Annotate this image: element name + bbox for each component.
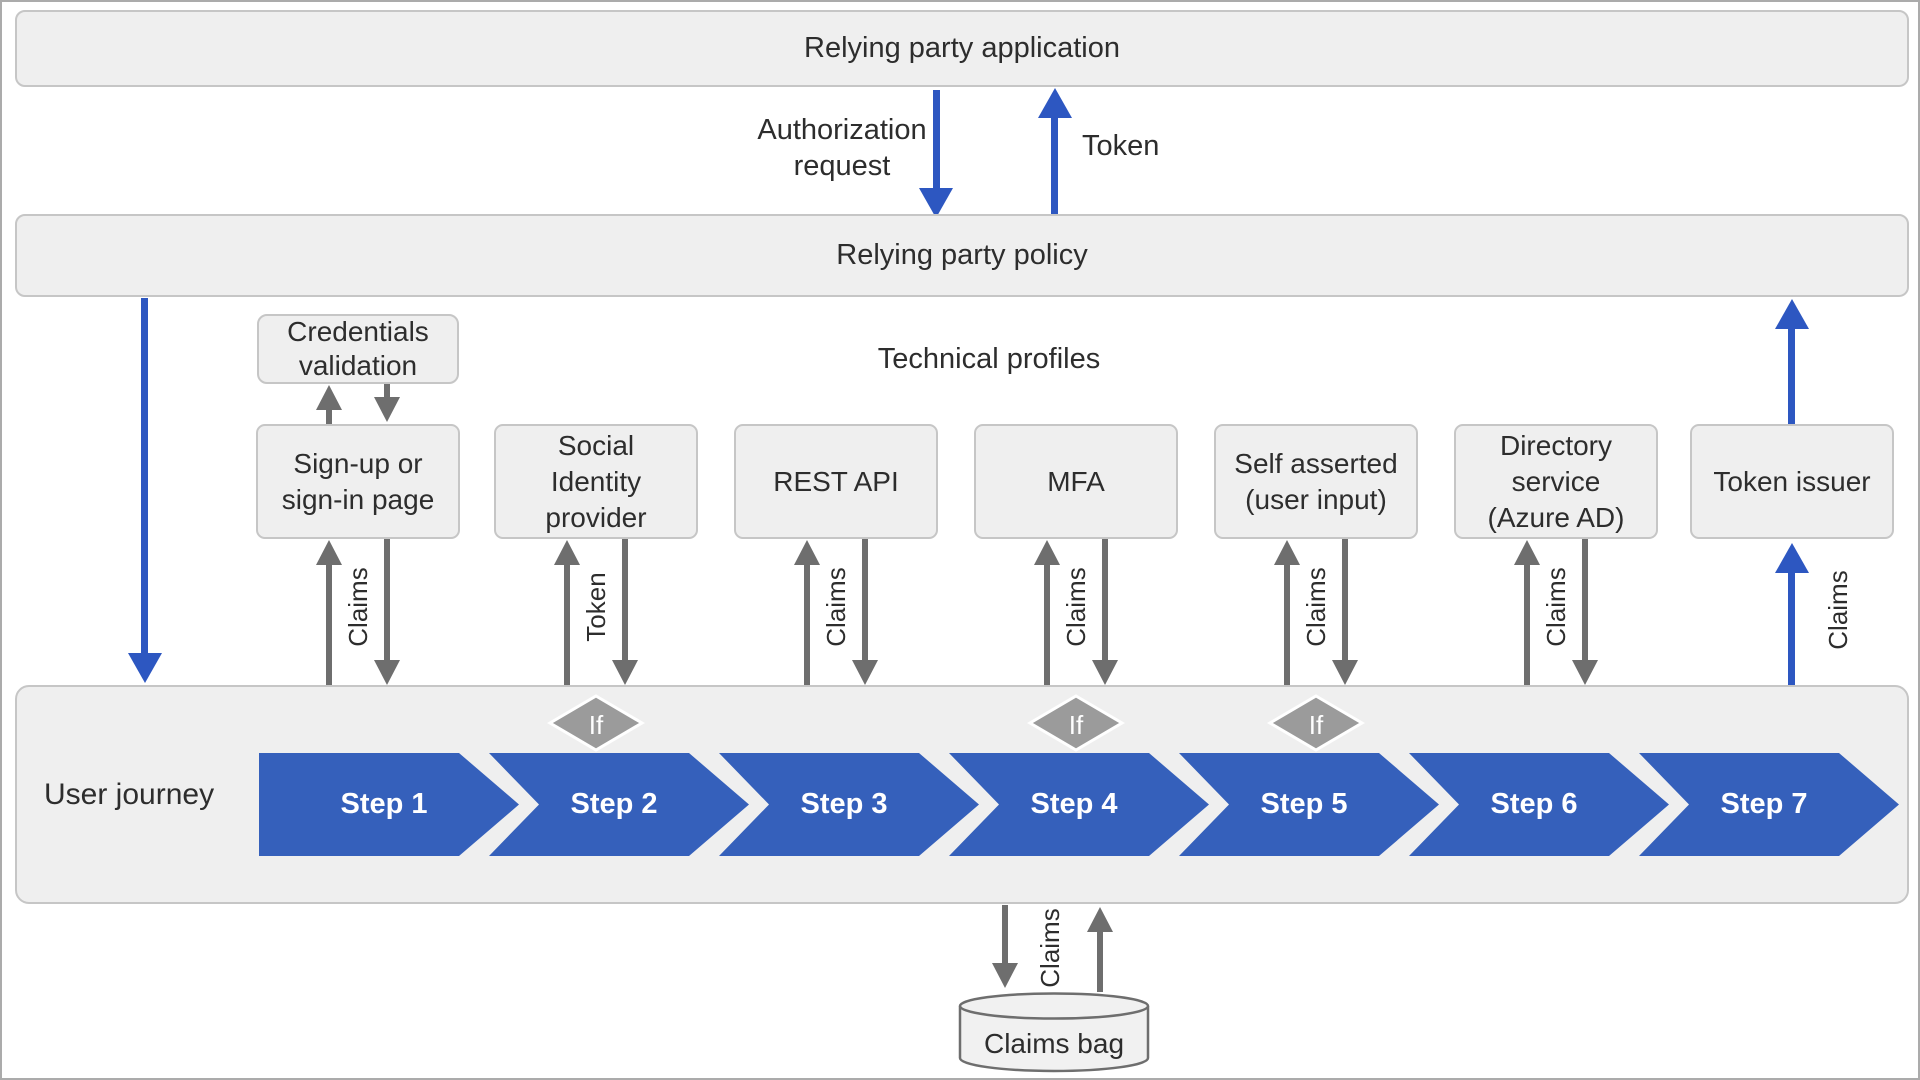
tech-profile-label-rest-api: REST API bbox=[773, 465, 899, 497]
claims-bag-down-arrowhead bbox=[992, 963, 1018, 988]
tech-profile-label-self-asserted: Self asserted (user input) bbox=[1234, 447, 1398, 515]
policy-to-journey-arrowhead bbox=[128, 653, 162, 683]
claims-down-arrowhead-directory-service bbox=[1572, 660, 1598, 685]
claims-up-arrowhead-directory-service bbox=[1514, 540, 1540, 565]
token-return-label: Token bbox=[1082, 130, 1160, 162]
claims-up-arrow-directory-service bbox=[1524, 563, 1530, 685]
tech-profile-box-rest-api: REST API bbox=[734, 424, 938, 539]
claims-up-arrow-mfa bbox=[1044, 563, 1050, 685]
claims-bag-body bbox=[958, 1006, 1150, 1073]
claims-down-arrowhead-rest-api bbox=[852, 660, 878, 685]
credentials-up-arrow bbox=[326, 408, 332, 424]
if-diamond-step5: If bbox=[1267, 694, 1365, 752]
credentials-validation-label: Credentials validation bbox=[287, 316, 429, 381]
claims-up-arrowhead-rest-api bbox=[794, 540, 820, 565]
token-label-social-idp: Token bbox=[581, 572, 611, 642]
claims-bag-up-arrow bbox=[1097, 930, 1103, 992]
relying-party-application-box: Relying party application bbox=[15, 10, 1909, 87]
tech-profile-label-signup: Sign-up or sign-in page bbox=[281, 447, 435, 515]
if-label-step5: If bbox=[1309, 710, 1324, 740]
authorization-request-arrowhead bbox=[919, 188, 953, 218]
tech-profile-box-signup: Sign-up or sign-in page bbox=[256, 424, 460, 539]
claims-down-arrowhead-mfa bbox=[1092, 660, 1118, 685]
tech-profile-box-social-idp: Social Identity provider bbox=[494, 424, 698, 539]
relying-party-policy-label: Relying party policy bbox=[836, 239, 1088, 271]
step-label-6: Step 6 bbox=[1490, 788, 1578, 820]
credentials-up-arrowhead bbox=[316, 385, 342, 410]
tech-profile-box-mfa: MFA bbox=[974, 424, 1178, 539]
step-label-2: Step 2 bbox=[570, 788, 658, 820]
if-diamond-shape bbox=[547, 694, 645, 752]
tech-profile-label-token-issuer: Token issuer bbox=[1713, 465, 1871, 497]
token-down-arrow-social-idp bbox=[622, 539, 628, 661]
if-diamond-step2: If bbox=[547, 694, 645, 752]
claims-bag-lid bbox=[958, 992, 1150, 1020]
authorization-request-arrow bbox=[933, 90, 940, 190]
claims-down-arrow-mfa bbox=[1102, 539, 1108, 661]
claims-up-arrowhead-signup bbox=[316, 540, 342, 565]
credentials-down-arrowhead bbox=[374, 397, 400, 422]
claims-label-mfa: Claims bbox=[1061, 567, 1091, 647]
tech-profile-box-token-issuer: Token issuer bbox=[1690, 424, 1894, 539]
claims-bag-down-arrow bbox=[1002, 905, 1008, 965]
claims-up-arrow-rest-api bbox=[804, 563, 810, 685]
claims-down-arrow-directory-service bbox=[1582, 539, 1588, 661]
token-down-arrowhead-social-idp bbox=[612, 660, 638, 685]
if-diamond-shape bbox=[1267, 694, 1365, 752]
technical-profiles-title: Technical profiles bbox=[877, 343, 1101, 375]
token-issuer-to-policy-arrowhead bbox=[1775, 299, 1809, 329]
step-chevron-1: Step 1 bbox=[259, 753, 519, 856]
tech-profile-label-social-idp: Social Identity provider bbox=[545, 429, 647, 533]
claims-label-self-asserted: Claims bbox=[1301, 567, 1331, 647]
tech-profile-box-directory-service: Directory service (Azure AD) bbox=[1454, 424, 1658, 539]
tech-profile-box-self-asserted: Self asserted (user input) bbox=[1214, 424, 1418, 539]
claims-bag-label: Claims bag bbox=[983, 1028, 1125, 1059]
claims-up-arrow-signup bbox=[326, 563, 332, 685]
claims-up-arrowhead-self-asserted bbox=[1274, 540, 1300, 565]
claims-up-arrow-social-idp bbox=[564, 563, 570, 685]
token-return-arrow bbox=[1051, 116, 1058, 214]
if-label-step2: If bbox=[589, 710, 604, 740]
token-return-arrowhead bbox=[1038, 88, 1072, 118]
tech-profile-label-directory-service: Directory service (Azure AD) bbox=[1487, 429, 1625, 533]
claims-down-arrowhead-self-asserted bbox=[1332, 660, 1358, 685]
claims-down-arrowhead-signup bbox=[374, 660, 400, 685]
if-label-step4: If bbox=[1069, 710, 1084, 740]
step-label-1: Step 1 bbox=[340, 788, 428, 820]
if-diamond-step4: If bbox=[1027, 694, 1125, 752]
claims-bag-cylinder bbox=[958, 992, 1150, 1073]
claims-label-directory-service: Claims bbox=[1541, 567, 1571, 647]
journey-to-token-issuer-arrow bbox=[1788, 571, 1795, 685]
claims-label-signup: Claims bbox=[343, 567, 373, 647]
step-label-7: Step 7 bbox=[1720, 788, 1808, 820]
claims-down-arrow-self-asserted bbox=[1342, 539, 1348, 661]
step-label-3: Step 3 bbox=[800, 788, 888, 820]
credentials-validation-box: Credentials validation bbox=[257, 314, 459, 384]
relying-party-application-label: Relying party application bbox=[804, 32, 1120, 64]
if-diamond-shape bbox=[1027, 694, 1125, 752]
relying-party-policy-box: Relying party policy bbox=[15, 214, 1909, 297]
claims-up-arrowhead-social-idp bbox=[554, 540, 580, 565]
claims-up-arrowhead-mfa bbox=[1034, 540, 1060, 565]
policy-to-journey-arrow bbox=[141, 298, 148, 655]
step-label-4: Step 4 bbox=[1030, 788, 1118, 820]
user-journey-label: User journey bbox=[44, 778, 215, 811]
tech-profile-label-mfa: MFA bbox=[1047, 465, 1105, 497]
claims-down-arrow-rest-api bbox=[862, 539, 868, 661]
claims-label-rest-api: Claims bbox=[821, 567, 851, 647]
authorization-request-label: Authorization request bbox=[757, 114, 927, 182]
credentials-down-arrow bbox=[384, 384, 390, 399]
token-issuer-to-policy-arrow bbox=[1788, 327, 1795, 424]
claims-down-arrow-signup bbox=[384, 539, 390, 661]
claims-label-token-issuer: Claims bbox=[1823, 570, 1853, 650]
step-label-5: Step 5 bbox=[1260, 788, 1348, 820]
claims-up-arrow-self-asserted bbox=[1284, 563, 1290, 685]
claims-bag-up-arrowhead bbox=[1087, 907, 1113, 932]
journey-to-token-issuer-arrowhead bbox=[1775, 543, 1809, 573]
